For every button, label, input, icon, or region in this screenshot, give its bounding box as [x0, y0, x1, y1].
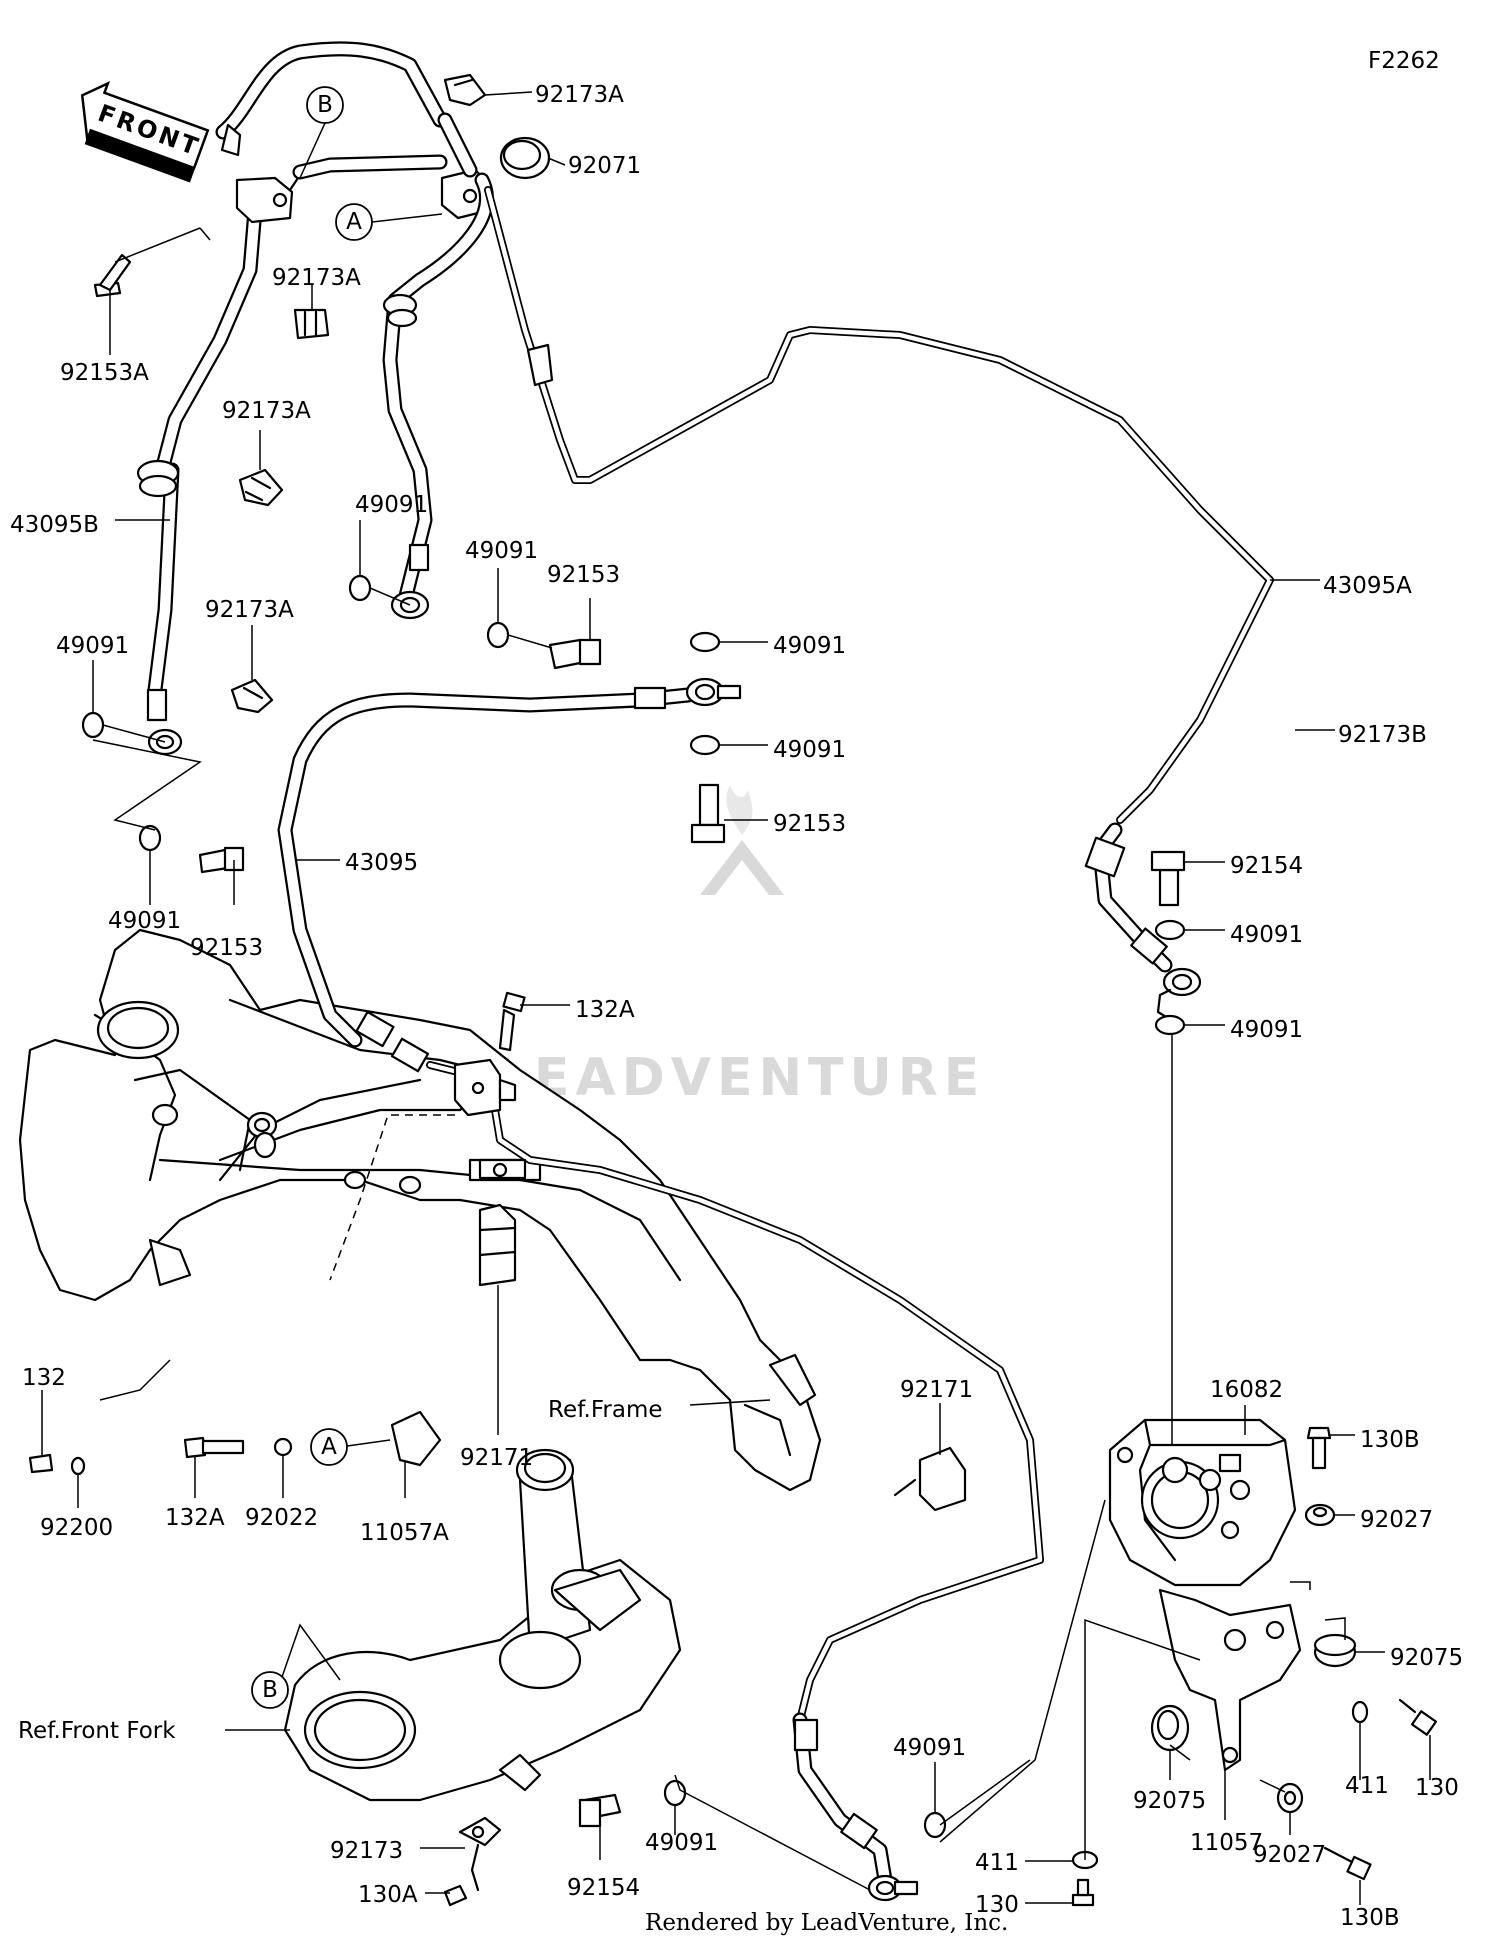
label-49091-j: 49091: [645, 1830, 718, 1856]
label-130-b: 130: [975, 1892, 1019, 1918]
label-92071: 92071: [568, 153, 641, 179]
marker-a-bottom: A: [310, 1428, 348, 1466]
marker-b-top-text: B: [317, 92, 333, 118]
label-92075-a: 92075: [1390, 1645, 1463, 1671]
leader-lines: [41, 91, 1431, 1905]
label-92027-a: 92027: [1360, 1507, 1433, 1533]
hose-43095B: [136, 41, 448, 756]
label-49091-c: 49091: [465, 538, 538, 564]
label-132A: 132A: [165, 1505, 225, 1531]
label-92154-a: 92154: [1230, 853, 1303, 879]
footer-credit: Rendered by LeadVenture, Inc.: [645, 1910, 1008, 1936]
clamp-92171-right: [893, 1446, 967, 1512]
label-92153-a: 92153: [547, 562, 620, 588]
label-411-b: 411: [975, 1850, 1019, 1876]
abs-fasteners: [1071, 1426, 1438, 1907]
label-49091-e: 49091: [773, 737, 846, 763]
label-92027-b: 92027: [1253, 1842, 1326, 1868]
front-arrow-icon: FRONT: [80, 80, 210, 183]
pipe-43095A: [484, 186, 1274, 1020]
small-fasteners: [28, 73, 1186, 1839]
pipe-clamp-132A: [453, 991, 526, 1117]
label-130B-b: 130B: [1340, 1905, 1400, 1931]
watermark-text: LEADVENTURE: [495, 1048, 986, 1108]
label-130B-a: 130B: [1360, 1427, 1420, 1453]
label-92171-a: 92171: [460, 1445, 533, 1471]
union-block-b: [235, 154, 448, 224]
label-132A-top: 132A: [575, 997, 635, 1023]
label-92173A-top: 92173A: [535, 82, 624, 108]
watermark: LEADVENTURE: [495, 785, 986, 1108]
label-130A: 130A: [358, 1882, 418, 1908]
label-49091-b: 49091: [56, 633, 129, 659]
marker-a-top: A: [335, 203, 443, 241]
label-92153-c: 92153: [190, 935, 263, 961]
hose-middle: [382, 172, 494, 620]
clamp-92171: [478, 1158, 527, 1287]
label-43095: 43095: [345, 850, 418, 876]
marker-a-bottom-text: A: [321, 1434, 337, 1460]
part-labels: 92173A 92071 92173A 92153A 92173A 43095B…: [10, 82, 1463, 1931]
label-49091-h: 49091: [1230, 1017, 1303, 1043]
abs-unit-16082: [1108, 1418, 1302, 1772]
label-92173: 92173: [330, 1838, 403, 1864]
label-92171-b: 92171: [900, 1377, 973, 1403]
label-49091-g: 49091: [1230, 922, 1303, 948]
label-130: 130: [1415, 1775, 1459, 1801]
label-92173A-3: 92173A: [205, 597, 294, 623]
marker-b-bottom: B: [251, 1623, 341, 1709]
label-43095A: 43095A: [1323, 573, 1412, 599]
label-ref-front-fork: Ref.Front Fork: [18, 1718, 176, 1744]
label-92200: 92200: [40, 1515, 113, 1541]
label-92022: 92022: [245, 1505, 318, 1531]
front-fork-bracket: [283, 1448, 682, 1802]
label-92173B: 92173B: [1338, 722, 1427, 748]
marker-b-bottom-text: B: [262, 1677, 278, 1703]
frame-outline: [18, 928, 822, 1492]
clamp-92173: [443, 1816, 502, 1907]
frame-leader-dash: [329, 1114, 455, 1281]
abs-links: [939, 1015, 1346, 1860]
label-11057: 11057: [1190, 1830, 1263, 1856]
label-92173A-2: 92173A: [222, 398, 311, 424]
marker-b-top: B: [299, 86, 344, 179]
label-92154-b: 92154: [567, 1875, 640, 1901]
pipe-43095: [277, 677, 1044, 1902]
label-92153A: 92153A: [60, 360, 149, 386]
label-49091-a: 49091: [355, 492, 428, 518]
label-92173A-mid: 92173A: [272, 265, 361, 291]
label-132: 132: [22, 1365, 66, 1391]
marker-a-top-text: A: [346, 209, 362, 235]
label-49091-d: 49091: [773, 633, 846, 659]
label-16082: 16082: [1210, 1377, 1283, 1403]
label-49091-i: 49091: [893, 1735, 966, 1761]
label-ref-frame: Ref.Frame: [548, 1397, 663, 1423]
label-43095B: 43095B: [10, 512, 99, 538]
label-92075-b: 92075: [1133, 1788, 1206, 1814]
diagram-code: F2262: [1368, 48, 1440, 74]
label-49091-f: 49091: [108, 908, 181, 934]
label-411-a: 411: [1345, 1773, 1389, 1799]
label-11057A: 11057A: [360, 1520, 449, 1546]
label-92153-b: 92153: [773, 811, 846, 837]
